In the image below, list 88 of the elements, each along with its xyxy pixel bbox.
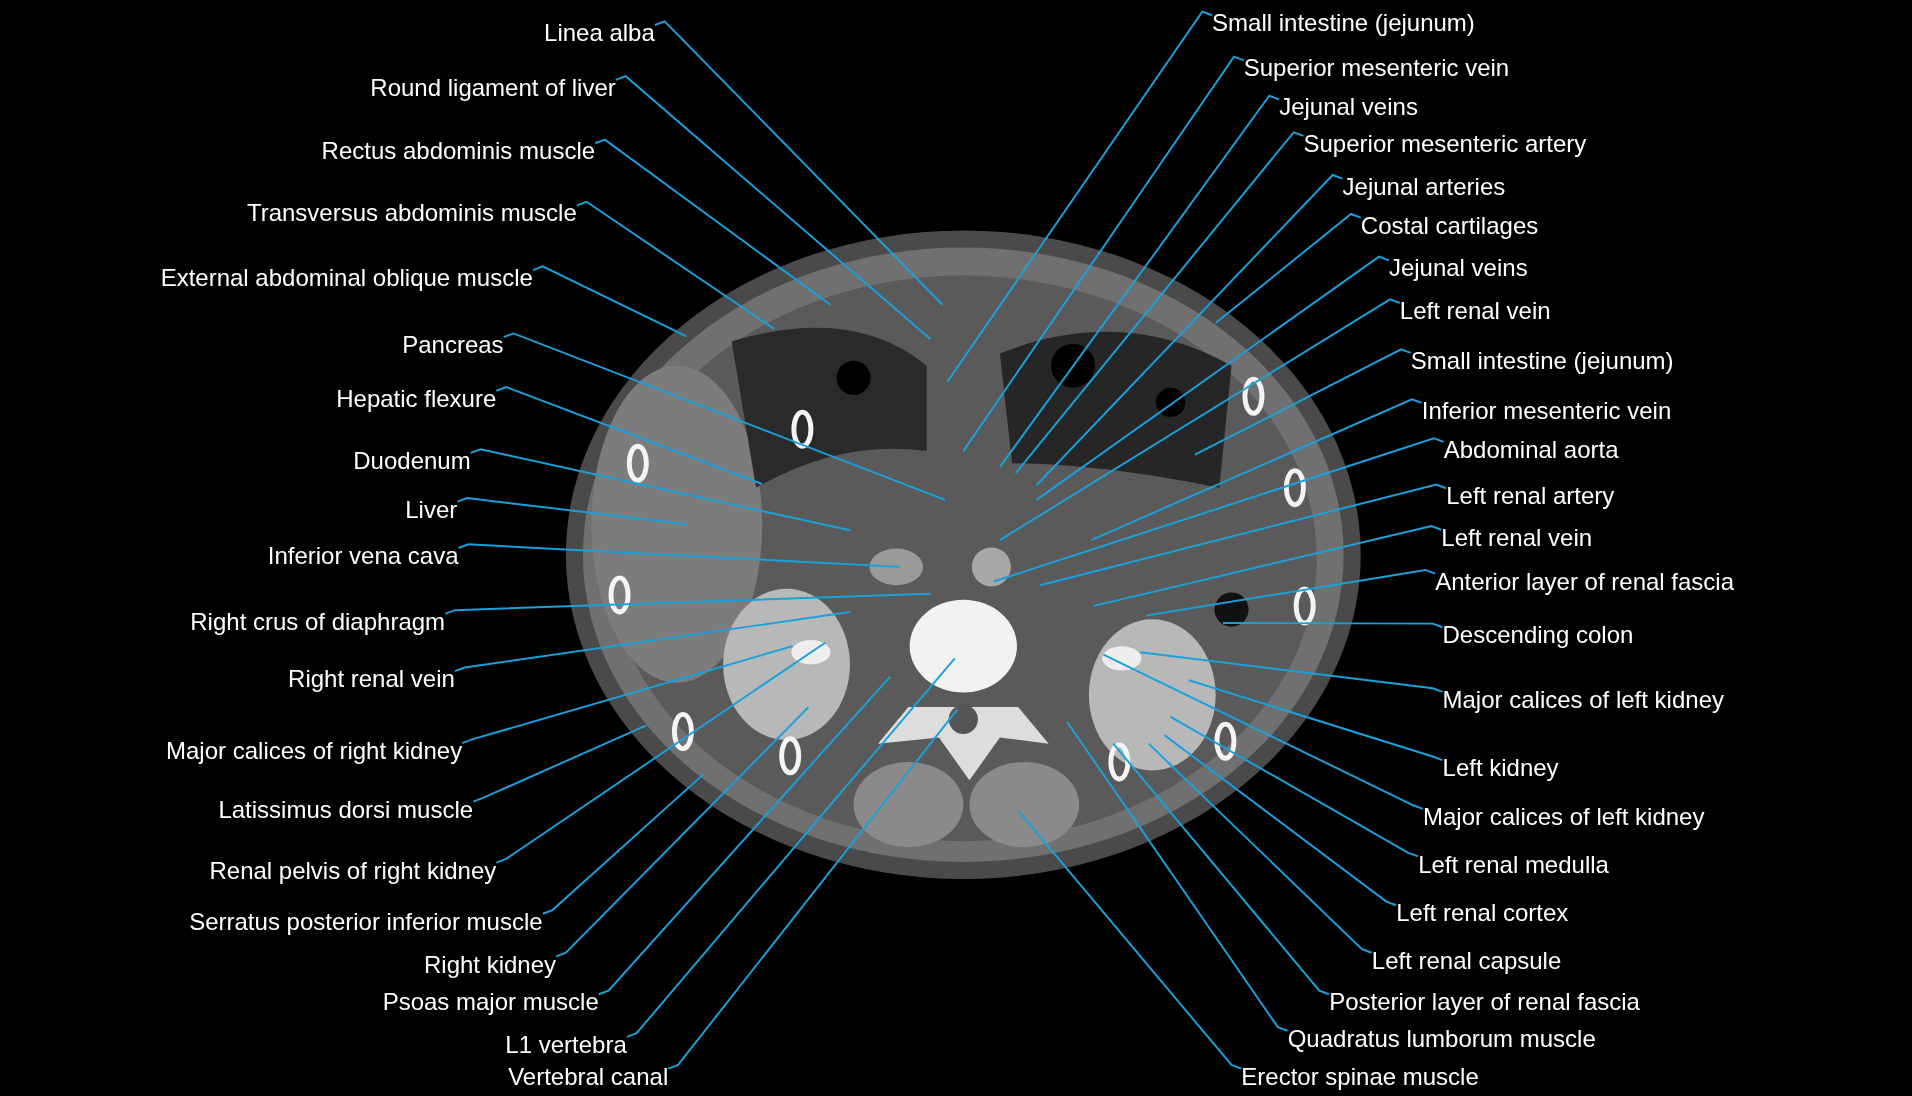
leader-line xyxy=(457,543,901,568)
leader-line xyxy=(992,437,1445,583)
leader-line xyxy=(1222,622,1444,629)
structure-label: Inferior mesenteric vein xyxy=(1421,396,1672,425)
leader-line xyxy=(998,94,1281,468)
leader-line xyxy=(444,592,932,615)
leader-line xyxy=(461,645,794,745)
structure-label: Right crus of diaphragm xyxy=(190,607,446,636)
structure-label: Duodenum xyxy=(353,446,471,475)
leader-line xyxy=(1169,715,1419,858)
structure-label: Liver xyxy=(405,495,458,524)
leader-line xyxy=(555,706,810,958)
structure-label: Rectus abdominis muscle xyxy=(321,137,596,166)
leader-line xyxy=(1102,653,1424,810)
leader-line xyxy=(1214,212,1362,325)
leader-line xyxy=(502,332,946,501)
leader-line xyxy=(998,298,1401,542)
leader-line xyxy=(1139,651,1444,693)
structure-label: Small intestine (jejunum) xyxy=(1212,9,1475,38)
structure-label: Erector spinae muscle xyxy=(1241,1062,1479,1091)
structure-label: Right renal vein xyxy=(288,665,455,694)
structure-label: Serratus posterior inferior muscle xyxy=(189,907,543,936)
leader-line xyxy=(594,138,832,306)
leader-line xyxy=(1193,348,1412,456)
structure-label: Small intestine (jejunum) xyxy=(1410,346,1674,375)
leader-line xyxy=(1163,734,1398,907)
structure-label: External abdominal oblique muscle xyxy=(160,264,533,292)
leader-line xyxy=(946,10,1213,383)
leader-line xyxy=(472,724,648,803)
leader-line xyxy=(667,708,959,1070)
structure-label: Major calices of left kidney xyxy=(1423,803,1705,831)
leader-line xyxy=(625,657,956,1038)
leader-line xyxy=(653,20,944,306)
structure-label: Psoas major muscle xyxy=(382,988,599,1017)
structure-label: Superior mesenteric artery xyxy=(1303,129,1587,158)
leader-line xyxy=(1090,398,1423,542)
structure-label: Superior mesenteric vein xyxy=(1243,54,1510,83)
leader-line xyxy=(1035,255,1390,501)
structure-label: Hepatic flexure xyxy=(336,384,497,413)
leader-line xyxy=(575,200,776,331)
structure-label: Inferior vena cava xyxy=(267,542,459,571)
structure-label: Right kidney xyxy=(423,950,557,979)
structure-label: Left renal vein xyxy=(1441,523,1593,552)
structure-label: Major calices of right kidney xyxy=(166,737,463,766)
leader-line xyxy=(1092,525,1443,607)
leader-line xyxy=(1017,809,1243,1070)
structure-label: Left renal artery xyxy=(1446,482,1615,511)
structure-label: Left renal medulla xyxy=(1418,850,1609,879)
leader-line xyxy=(1187,679,1444,762)
structure-label: Abdominal aorta xyxy=(1443,435,1619,464)
structure-label: Round ligament of liver xyxy=(370,73,616,102)
leader-line xyxy=(456,497,688,526)
leader-line xyxy=(1112,742,1331,996)
structure-label: L1 vertebra xyxy=(505,1031,627,1059)
structure-label: Descending colon xyxy=(1442,621,1634,650)
structure-label: Anterior layer of renal fascia xyxy=(1435,567,1735,596)
structure-label: Left renal capsule xyxy=(1371,946,1562,975)
leader-line xyxy=(1147,742,1373,954)
structure-label: Major calices of left kidney xyxy=(1442,685,1724,714)
structure-label: Linea alba xyxy=(544,18,655,47)
structure-label: Vertebral canal xyxy=(508,1062,669,1091)
structure-label: Posterior layer of renal fascia xyxy=(1329,988,1640,1017)
leader-line xyxy=(1039,483,1448,587)
structure-label: Jejunal veins xyxy=(1388,254,1528,283)
leader-line xyxy=(1145,568,1437,617)
structure-label: Left renal vein xyxy=(1399,296,1551,325)
structure-label: Jejunal veins xyxy=(1279,93,1418,122)
structure-label: Costal cartilages xyxy=(1360,211,1539,240)
leader-line xyxy=(1035,173,1344,487)
leader-line xyxy=(532,265,688,338)
structure-label: Left kidney xyxy=(1442,754,1559,783)
structure-label: Latissimus dorsi muscle xyxy=(218,795,474,824)
structure-label: Transversus abdominis muscle xyxy=(246,199,577,228)
structure-label: Jejunal arteries xyxy=(1342,172,1506,201)
structure-label: Left renal cortex xyxy=(1396,899,1569,928)
leader-line xyxy=(962,55,1245,453)
leader-line xyxy=(453,611,851,673)
leader-line xyxy=(1065,720,1289,1032)
structure-label: Renal pelvis of right kidney xyxy=(209,856,497,885)
leader-line xyxy=(597,675,892,996)
structure-label: Quadratus lumborum muscle xyxy=(1287,1024,1596,1053)
structure-label: Pancreas xyxy=(402,331,504,360)
leader-line xyxy=(495,386,764,485)
leader-line xyxy=(1014,131,1305,474)
leader-line xyxy=(469,448,851,532)
leader-line xyxy=(541,773,705,915)
leader-line xyxy=(614,75,932,340)
leader-line xyxy=(495,641,827,864)
